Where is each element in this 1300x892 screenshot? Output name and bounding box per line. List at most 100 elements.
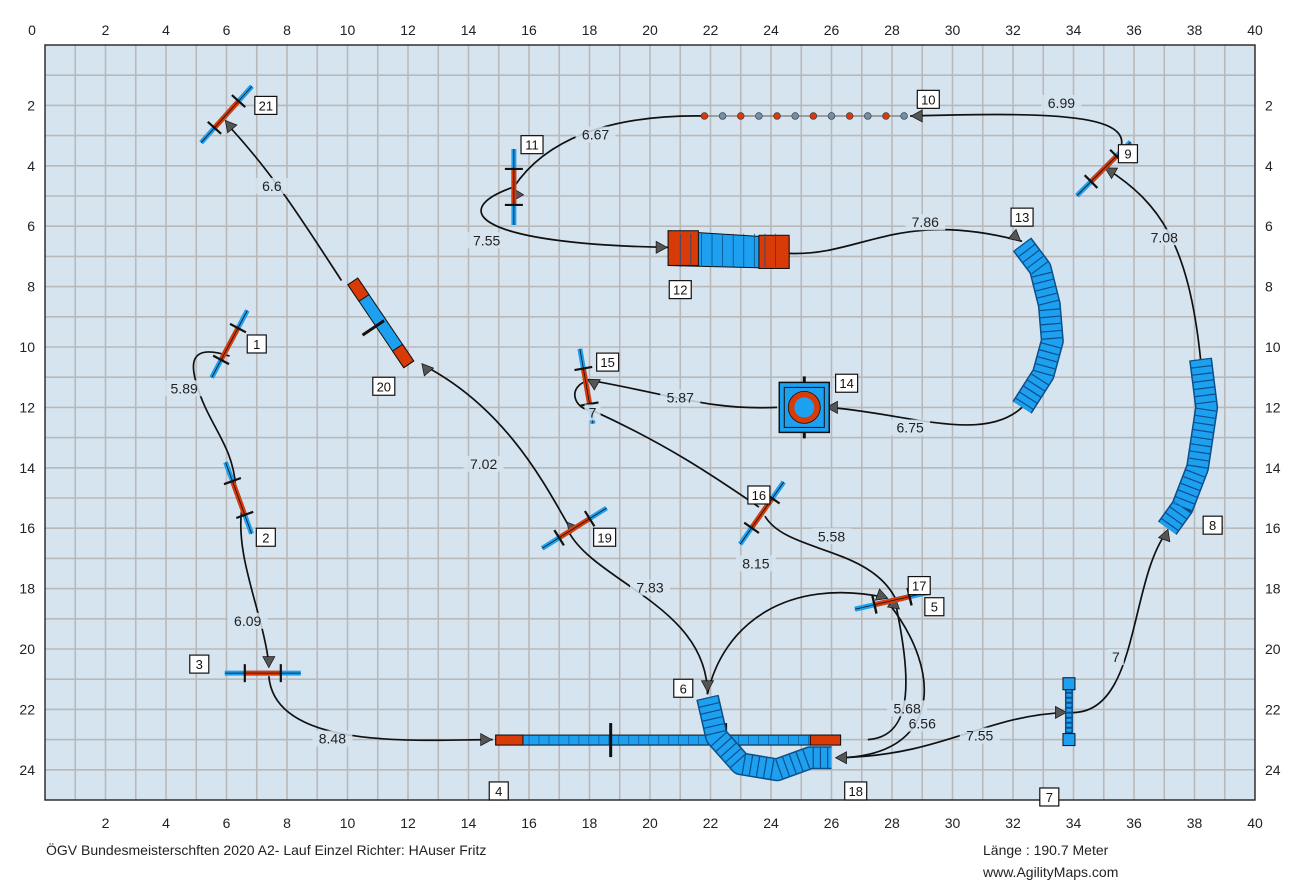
obstacle-label-box [1010, 207, 1034, 227]
obstacle-label-box [255, 527, 276, 547]
course-title: ÖGV Bundesmeisterschften 2020 A2- Lauf E… [46, 842, 487, 858]
x-tick-top: 14 [461, 22, 477, 38]
jump-post [231, 94, 246, 108]
obstacle-label-7: 7 [1039, 787, 1060, 807]
tunnel-8 [1159, 357, 1217, 535]
x-tick-top: 38 [1187, 22, 1203, 38]
obstacle-label-box [1202, 515, 1223, 535]
x-tick-bottom: 24 [763, 815, 779, 831]
obstacle-label-5: 5 [924, 597, 945, 617]
distance-label-bg [905, 214, 946, 231]
tunnel-12 [667, 230, 790, 269]
distance-label: 6.6 [255, 177, 288, 194]
x-tick-bottom: 28 [884, 815, 900, 831]
distance-label: 5.68 [887, 700, 928, 717]
seesaw-contact-a [347, 277, 370, 303]
jump-post [553, 529, 565, 546]
path-arrow [262, 656, 276, 669]
jump-obstacle [540, 505, 608, 551]
seesaw-obstacle [347, 277, 415, 369]
seesaw-pivot [361, 319, 385, 337]
x-tick-bottom: 26 [824, 815, 840, 831]
jump-post [871, 595, 878, 614]
y-tick-left: 20 [19, 641, 35, 657]
distance-label-bg [463, 455, 504, 472]
jump-post [229, 322, 247, 334]
x-tick-bottom: 40 [1247, 815, 1263, 831]
weave-pole [845, 112, 854, 120]
x-tick-top: 4 [162, 22, 170, 38]
path-segment [573, 379, 760, 508]
x-tick-top: 2 [102, 22, 110, 38]
obstacle-label-box [835, 373, 859, 393]
obstacle-label-12: 12 [668, 280, 692, 300]
distance-label-bg [1144, 229, 1185, 246]
distance-label: 6.67 [575, 126, 616, 143]
tunnel-6-18 [697, 695, 832, 780]
course-length: Länge : 190.7 Meter [983, 842, 1109, 858]
website-link[interactable]: www.AgilityMaps.com [983, 864, 1119, 880]
distance-label-text: 5.89 [171, 380, 198, 396]
x-tick-top: 12 [400, 22, 416, 38]
jump-outline [541, 507, 607, 549]
tunnel-12-end-b [758, 234, 790, 269]
y-tick-left: 8 [27, 279, 35, 295]
distance-label-bg [227, 612, 268, 629]
seesaw-contact-b [391, 343, 415, 369]
x-tick-top: 24 [763, 22, 779, 38]
y-tick-right: 24 [1265, 762, 1281, 778]
x-tick-top: 10 [340, 22, 356, 38]
x-tick-bottom: 2 [102, 815, 110, 831]
y-tick-right: 2 [1265, 97, 1273, 113]
y-tick-left: 10 [19, 339, 35, 355]
x-tick-top: 22 [703, 22, 719, 38]
weave-pole [773, 112, 781, 120]
distance-label-text: 7.08 [1151, 229, 1178, 245]
weave-pole [700, 112, 709, 120]
jump-obstacle [209, 309, 250, 379]
y-tick-right: 8 [1265, 279, 1273, 295]
distance-label-text: 5.87 [667, 389, 694, 405]
obstacle-label-box [924, 597, 945, 617]
jump-obstacle [199, 84, 254, 145]
distance-label: 6.56 [902, 715, 943, 732]
obstacle-label-number: 3 [196, 657, 203, 672]
obstacle-label-number: 18 [848, 784, 862, 799]
obstacle-label-21: 21 [254, 95, 278, 116]
distance-label-bg [890, 419, 931, 436]
path-arrow [224, 119, 238, 134]
obstacle-label-number: 21 [259, 98, 273, 113]
distance-label: 5.87 [660, 389, 701, 406]
y-tick-left: 24 [19, 762, 35, 778]
table-top [778, 381, 831, 434]
obstacle-label-number: 15 [600, 355, 614, 370]
path-arrow [834, 751, 847, 765]
weave-pole [900, 112, 908, 120]
obstacle-label-number: 8 [1209, 518, 1216, 533]
obstacle-label-9: 9 [1117, 144, 1139, 164]
obstacle-label-number: 2 [262, 530, 269, 545]
obstacle-label-number: 12 [673, 283, 687, 298]
y-tick-right: 12 [1265, 399, 1281, 415]
obstacle-label-number: 13 [1015, 210, 1029, 225]
tire-base [1062, 733, 1076, 747]
jump-outline [225, 462, 252, 534]
x-tick-bottom: 36 [1126, 815, 1142, 831]
jump-outline [200, 85, 253, 143]
distance-label-text: 7.86 [912, 214, 939, 230]
obstacle-label-1: 1 [246, 334, 267, 354]
obstacle-label-10: 10 [916, 89, 940, 109]
obstacle-label-19: 19 [593, 527, 617, 547]
obstacle-label-3: 3 [189, 654, 210, 674]
obstacle-label-box [668, 280, 692, 300]
path-segment [268, 676, 493, 742]
distance-label-text: 6.67 [582, 127, 609, 143]
distance-label-text: 7 [1112, 649, 1120, 665]
table-obstacle [778, 376, 831, 439]
x-tick-top: 8 [283, 22, 291, 38]
tire-obstacle [1062, 677, 1076, 747]
obstacle-label-8: 8 [1202, 515, 1223, 535]
obstacle-label-box [844, 781, 868, 801]
obstacle-label-box [488, 781, 509, 801]
